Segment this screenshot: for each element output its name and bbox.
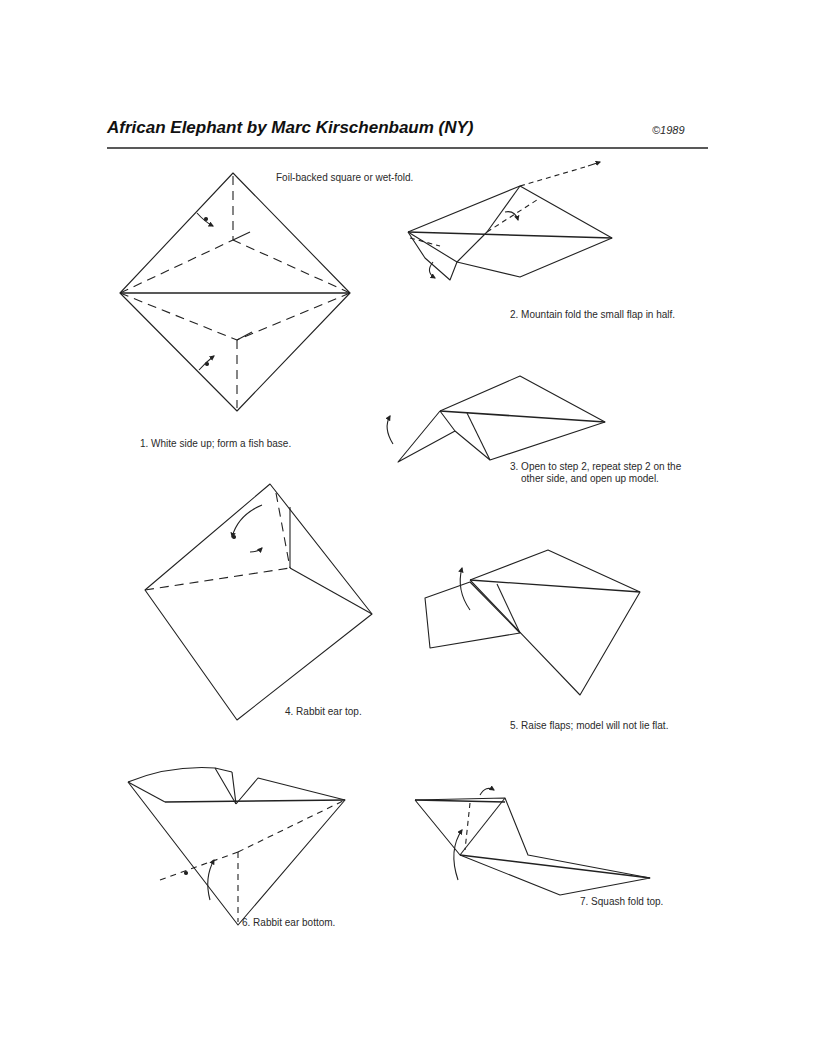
fold-line <box>425 582 520 648</box>
fold-line <box>457 232 487 262</box>
fold-line <box>120 240 233 293</box>
step-7-figure <box>415 788 650 895</box>
header-rule <box>107 147 708 148</box>
fold-line <box>233 232 250 240</box>
fold-line <box>160 852 238 880</box>
fold-line <box>145 493 290 590</box>
fold-line <box>520 167 585 186</box>
fold-line <box>197 213 213 226</box>
step-4-figure <box>145 484 372 720</box>
fold-line <box>236 340 237 408</box>
step-caption: 5. Raise flaps; model will not lie flat. <box>510 720 686 732</box>
fold-line <box>505 212 518 220</box>
fold-line <box>429 262 435 278</box>
fold-line <box>145 484 372 720</box>
fold-line <box>497 584 520 633</box>
fold-line <box>487 186 520 232</box>
step-5-figure <box>425 550 640 695</box>
fold-line <box>185 872 188 875</box>
step-6-figure <box>128 768 345 925</box>
fold-line <box>233 240 350 293</box>
step-caption: 6. Rabbit ear bottom. <box>242 917 423 929</box>
fold-line <box>410 238 440 246</box>
step-caption: 2. Mountain fold the small flap in half. <box>510 309 699 321</box>
fold-line <box>415 800 505 802</box>
fold-line <box>120 176 350 408</box>
fold-line <box>232 505 262 537</box>
fold-line <box>415 798 650 895</box>
fold-line <box>460 568 470 610</box>
fold-line <box>465 803 470 850</box>
fold-line <box>408 186 612 277</box>
fold-line <box>237 332 252 340</box>
fold-line <box>120 292 350 293</box>
fold-line <box>467 413 490 460</box>
step-caption: 3. Open to step 2, repeat step 2 on the … <box>510 461 693 485</box>
fold-line <box>128 778 345 925</box>
fold-line <box>206 363 209 366</box>
paper-note: Foil-backed square or wet-fold. <box>276 172 476 184</box>
page-title: African Elephant by Marc Kirschenbaum (N… <box>107 118 474 138</box>
fold-line <box>276 493 290 568</box>
fold-line <box>238 800 345 852</box>
fold-line <box>199 356 214 370</box>
fold-line <box>470 580 640 592</box>
fold-line <box>465 803 470 850</box>
fold-line <box>237 852 238 922</box>
fold-line <box>410 167 585 246</box>
step-caption: 4. Rabbit ear top. <box>285 706 456 718</box>
fold-line <box>398 411 455 462</box>
step-caption: 1. White side up; form a fish base. <box>140 438 301 450</box>
fold-line <box>480 788 494 795</box>
step-2-figure <box>408 162 612 280</box>
fold-line <box>120 173 350 411</box>
fold-line <box>408 232 612 238</box>
fold-line <box>290 568 372 614</box>
fold-line <box>440 411 605 422</box>
fold-line <box>454 830 462 880</box>
fold-line <box>160 800 345 922</box>
fold-line <box>487 198 540 232</box>
fold-line <box>128 782 165 802</box>
fold-line <box>460 855 650 878</box>
copyright-note: ©1989 <box>652 124 685 136</box>
fold-line <box>237 293 350 340</box>
fold-line <box>208 860 214 900</box>
fold-line <box>205 218 208 221</box>
step-1-figure <box>120 173 350 411</box>
fold-line <box>233 536 236 539</box>
step-3-figure <box>387 376 605 462</box>
fold-line <box>120 293 237 340</box>
fold-line <box>289 507 290 568</box>
fold-line <box>107 148 708 925</box>
fold-line <box>460 798 505 855</box>
fold-line <box>470 550 640 695</box>
fold-line <box>165 800 345 802</box>
fold-line <box>145 568 290 590</box>
step-caption: 7. Squash fold top. <box>580 896 741 908</box>
fold-line <box>232 176 233 240</box>
fold-line <box>440 376 605 460</box>
fold-line <box>408 232 457 280</box>
fold-line <box>232 772 236 804</box>
fold-line <box>215 768 232 772</box>
fold-line <box>128 768 236 804</box>
fold-line <box>588 162 600 166</box>
fold-line <box>250 548 262 552</box>
fold-line <box>387 416 393 444</box>
